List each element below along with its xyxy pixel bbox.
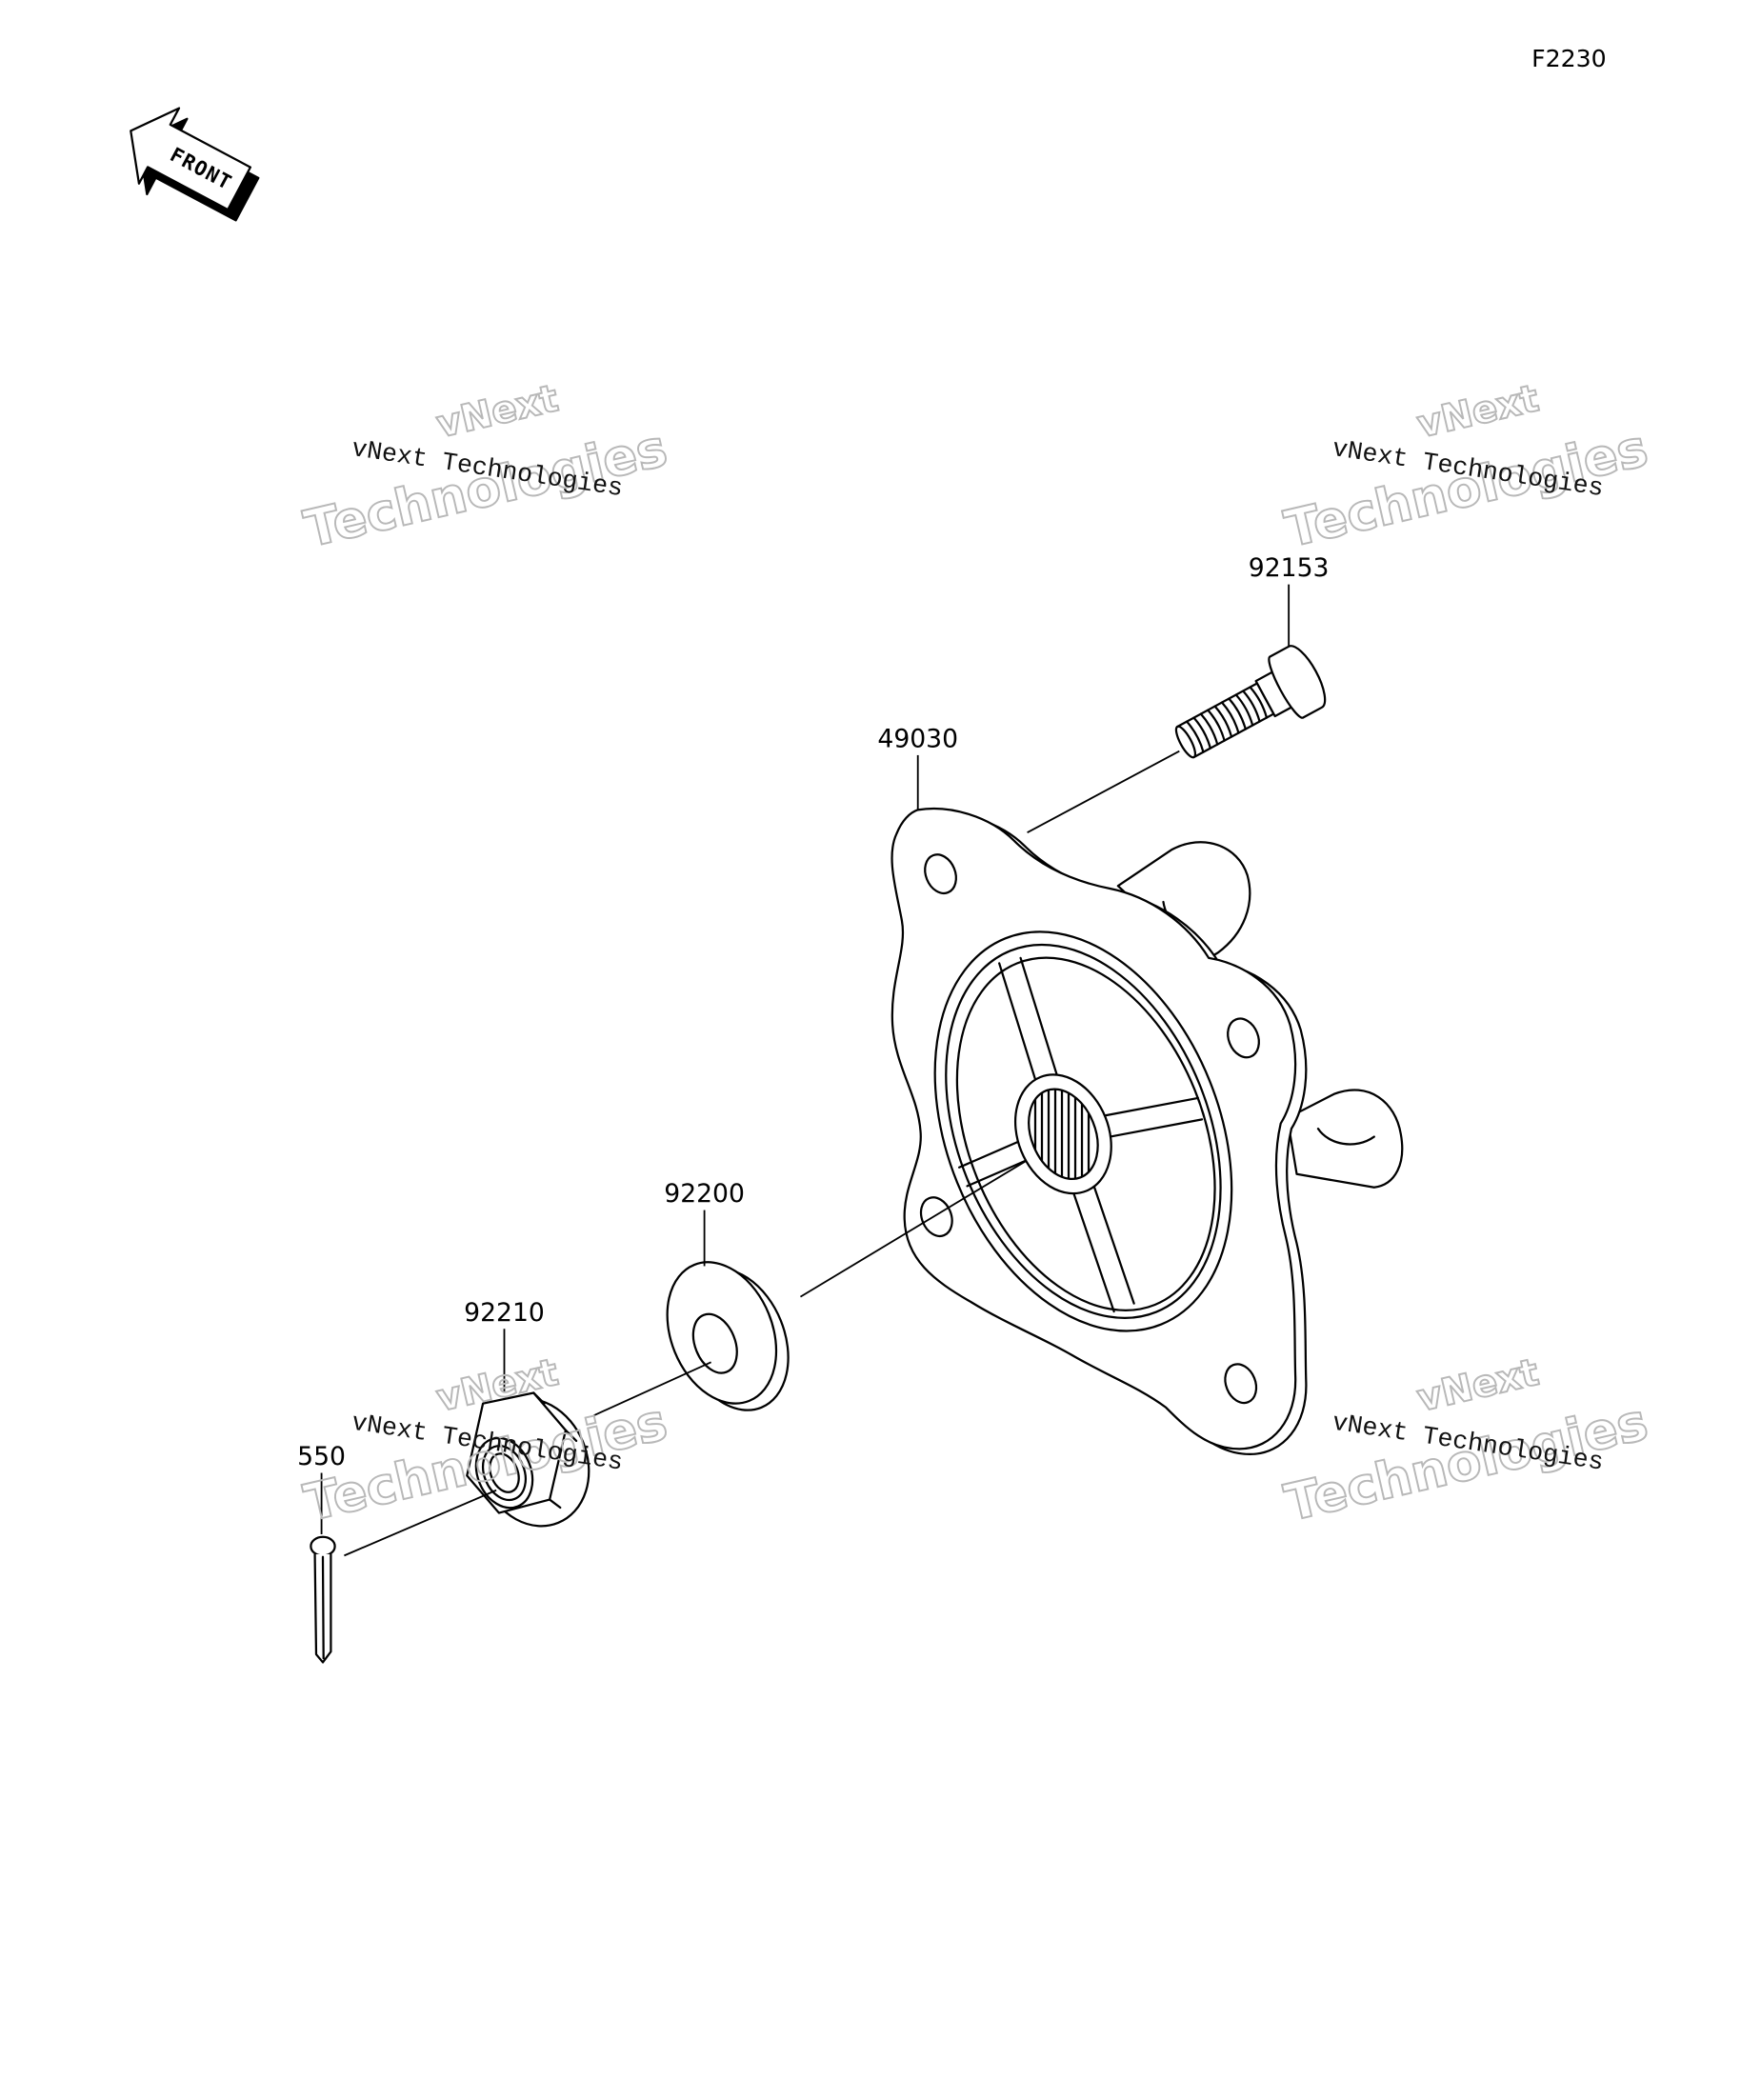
watermark-large-line-1: vNext (432, 377, 562, 447)
callout-label: 92153 (1249, 553, 1330, 583)
hub-ring-middle (945, 943, 1222, 1319)
nut-thread-ring (489, 1452, 520, 1493)
hub-bolt-hole (924, 853, 957, 895)
callout-label: 49030 (877, 725, 958, 754)
thread-line (1242, 690, 1261, 723)
callout-nut: 92210 (464, 1298, 545, 1392)
watermark-bottom-right: vNext Technologies vNext Technologies (1279, 1350, 1654, 1534)
spoke-line (958, 1139, 1022, 1169)
callout-hub: 49030 (877, 725, 958, 810)
bolt-tip (1174, 725, 1197, 759)
assembly-axis-line (799, 1154, 1036, 1298)
thread-line (1207, 709, 1226, 742)
hub-barrel-lower (1286, 1089, 1404, 1189)
spoke-line (1019, 956, 1058, 1075)
front-arrow-outline (130, 107, 252, 211)
hub-spokes (958, 956, 1204, 1313)
thread-line (1199, 712, 1219, 746)
nut-hex-edge (548, 1498, 562, 1510)
hub-barrel-lower-edge (1316, 1128, 1375, 1146)
hub-ring-inner (955, 956, 1216, 1311)
flange-nut-part (466, 1391, 590, 1528)
hub-part (799, 807, 1404, 1456)
bolt-part (1174, 645, 1327, 759)
cotter-pin-split (321, 1555, 325, 1660)
cotter-pin-eye (310, 1535, 336, 1557)
bolt-head (1268, 645, 1327, 719)
washer-part (666, 1261, 790, 1411)
nut-thread-ring (481, 1445, 527, 1502)
spoke-line (1105, 1096, 1200, 1117)
thread-line (1249, 686, 1269, 719)
spoke-line (1092, 1185, 1135, 1305)
hub-bolt-hole (1224, 1363, 1258, 1405)
watermark-large-line-1: vNext (1413, 1351, 1543, 1421)
nut-hex-edge (532, 1391, 546, 1405)
washer-hole (691, 1312, 738, 1374)
spoke-line (1109, 1118, 1204, 1138)
pin-nut-line (344, 1489, 497, 1557)
watermark-large-line-1: vNext (1413, 377, 1543, 447)
hub-ring-outer (933, 930, 1233, 1332)
nut-washer-line (592, 1361, 711, 1417)
callout-label: 92200 (664, 1179, 745, 1209)
hub-splined-bore (1028, 1088, 1099, 1181)
bolt-assembly-line (1027, 750, 1180, 833)
callout-label: 550 (297, 1442, 346, 1471)
nut-hex-edge (564, 1429, 578, 1443)
callout-label: 92210 (464, 1298, 545, 1328)
spoke-line (1072, 1192, 1115, 1313)
watermark-top-right: vNext Technologies vNext Technologies (1279, 376, 1654, 560)
hub-barrel-upper (1116, 841, 1251, 965)
thread-line (1192, 716, 1211, 750)
thread-line (1234, 693, 1254, 727)
figure-code: F2230 (1531, 45, 1607, 72)
thread-line (1220, 701, 1240, 734)
watermark-bottom-left: vNext Technologies vNext Technologies (298, 1350, 673, 1534)
watermark-top-left: vNext Technologies vNext Technologies (298, 376, 673, 560)
callout-washer: 92200 (664, 1179, 745, 1267)
hub-bolt-hole (1227, 1017, 1260, 1059)
thread-line (1228, 697, 1247, 730)
thread-line (1213, 705, 1233, 738)
cotter-pin-part (310, 1535, 336, 1664)
callout-cotter-pin: 550 (297, 1442, 346, 1534)
callout-bolt: 92153 (1249, 553, 1330, 647)
bolt-threads (1185, 686, 1269, 753)
thread-line (1185, 720, 1205, 753)
front-direction-arrow-icon: FRONT (130, 107, 260, 222)
spoke-line (998, 962, 1037, 1081)
spoke-line (966, 1158, 1031, 1188)
